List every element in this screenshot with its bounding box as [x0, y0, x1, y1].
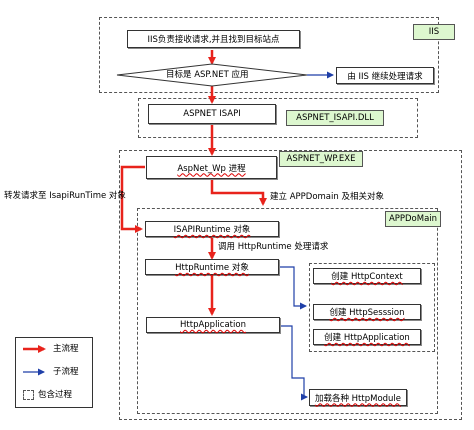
call-httpruntime-label: 调用 HttpRuntime 处理请求: [218, 242, 329, 252]
load-modules-label: 加载各种 HttpModule: [314, 393, 402, 404]
create-context-box: 创建 HttpContext: [313, 268, 421, 284]
httpruntime-box: HttpRuntime 对象: [145, 259, 279, 275]
wp-container: [119, 150, 462, 420]
create-session-label: 创建 HttpSesssion: [329, 308, 405, 318]
creation-subcontainer: [309, 263, 435, 352]
create-application-label: 创建 HttpApplication: [324, 333, 410, 343]
flow-forward-to-isapiruntime: [120, 165, 145, 233]
create-context-label: 创建 HttpContext: [331, 272, 403, 282]
legend-contains-swatch: [23, 390, 34, 400]
aspnet-wp-box: AspNet_Wp 进程: [146, 156, 277, 179]
decision-diamond: [116, 63, 308, 87]
create-session-box: 创建 HttpSesssion: [313, 304, 421, 320]
aspnet-isapi-label: ASPNET ISAPI: [183, 109, 241, 119]
appdomain-tag-label: APPDoMain: [388, 214, 438, 224]
isapi-dll-tag: ASPNET_ISAPI.DLL: [286, 110, 384, 126]
isapi-container: [138, 98, 418, 138]
iis-continue-box: 由 IIS 继续处理请求: [336, 67, 434, 84]
legend-contains-label: 包含过程: [38, 390, 73, 400]
legend-main-label: 主流程: [53, 344, 79, 354]
httpruntime-label: HttpRuntime 对象: [175, 263, 249, 273]
create-appdomain-label: 建立 APPDomain 及相关对象: [270, 192, 384, 202]
subflow-httpapplication-to-modules: [280, 325, 308, 401]
flow-wp-to-appdomain: [210, 180, 267, 206]
appdomain-container: [137, 208, 438, 414]
wp-exe-tag-label: ASPNET_WP.EXE: [286, 154, 356, 164]
load-modules-box: 加载各种 HttpModule: [309, 389, 407, 406]
wp-exe-tag: ASPNET_WP.EXE: [279, 151, 363, 167]
isapiruntime-label: ISAPIRuntime 对象: [173, 225, 251, 235]
iis-tag-label: IIS: [428, 27, 440, 37]
iis-container: [99, 17, 439, 93]
iis-tag: IIS: [413, 24, 455, 40]
legend: [15, 337, 93, 408]
httpapplication-box: HttpApplication: [146, 317, 280, 333]
appdomain-tag: APPDoMain: [385, 211, 441, 227]
decision-label: 目标是 ASP.NET 应用: [166, 70, 249, 80]
aspnet-wp-label: AspNet_Wp 进程: [177, 163, 246, 174]
iis-receive-box: IIS负责接收请求,并且找到目标站点: [127, 30, 300, 48]
iis-continue-label: 由 IIS 继续处理请求: [347, 71, 423, 82]
isapi-dll-tag-label: ASPNET_ISAPI.DLL: [296, 113, 374, 123]
subflow-httpruntime-to-creation: [280, 266, 307, 310]
iis-receive-label: IIS负责接收请求,并且找到目标站点: [147, 35, 280, 45]
httpapplication-label: HttpApplication: [180, 320, 246, 330]
isapiruntime-box: ISAPIRuntime 对象: [145, 221, 279, 237]
legend-sub-label: 子流程: [53, 367, 79, 377]
aspnet-isapi-box: ASPNET ISAPI: [148, 104, 276, 124]
create-application-box: 创建 HttpApplication: [313, 329, 421, 345]
forward-request-label: 转发请求至 IsapiRunTime 对象: [4, 191, 126, 201]
